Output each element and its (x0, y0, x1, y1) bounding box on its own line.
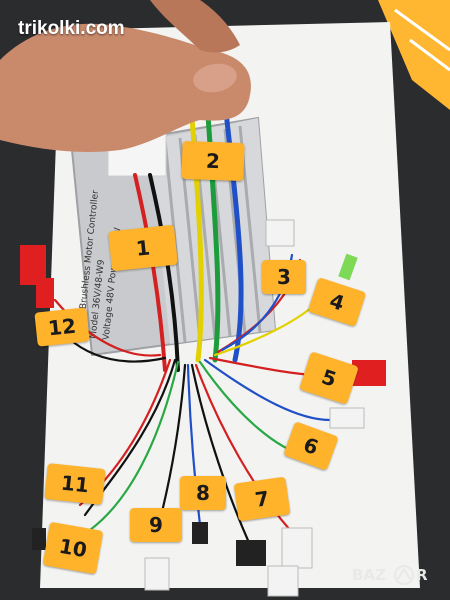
tag-7: 7 (233, 476, 291, 522)
orange-paper-stack (378, 0, 450, 110)
bazar-logo: BAZ R (352, 565, 428, 585)
connectors (20, 219, 386, 597)
bazar-logo-text-right: R (416, 566, 428, 584)
tag-12: 12 (34, 307, 90, 347)
tag-10: 10 (42, 521, 104, 575)
tag-9: 9 (130, 508, 182, 542)
tag-2: 2 (181, 140, 245, 182)
tag-11: 11 (44, 463, 106, 505)
hand (0, 0, 251, 152)
tag-3: 3 (262, 260, 306, 294)
watermark-text: trikolki.com (18, 18, 125, 39)
bazar-logo-text-left: BAZ (352, 566, 386, 584)
tag-8: 8 (180, 476, 226, 510)
tag-1: 1 (108, 224, 178, 272)
bazar-logo-mark (394, 565, 414, 585)
power-wires (133, 173, 180, 372)
